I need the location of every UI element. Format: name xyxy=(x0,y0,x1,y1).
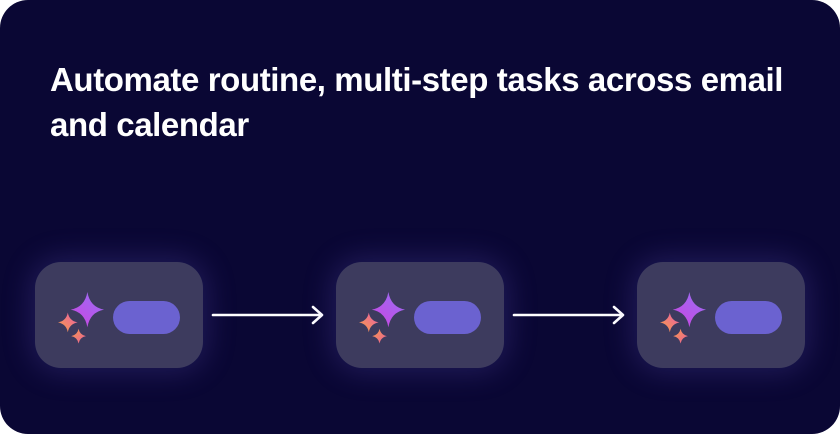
ai-sparkles-icon xyxy=(58,291,105,344)
ai-sparkles-icon xyxy=(359,291,406,344)
flow-arrow-icon xyxy=(211,305,323,324)
task-placeholder-pill xyxy=(414,301,481,334)
flow-arrow-icon xyxy=(512,305,624,324)
flow-step-card-1 xyxy=(35,261,203,368)
flow-step-card-3 xyxy=(637,261,805,368)
task-placeholder-pill xyxy=(113,301,180,334)
task-placeholder-pill xyxy=(715,301,782,334)
ai-sparkles-icon xyxy=(660,291,707,344)
automation-flow-diagram xyxy=(35,261,805,368)
flow-step-card-2 xyxy=(336,261,504,368)
feature-heading: Automate routine, multi-step tasks acros… xyxy=(50,61,784,143)
